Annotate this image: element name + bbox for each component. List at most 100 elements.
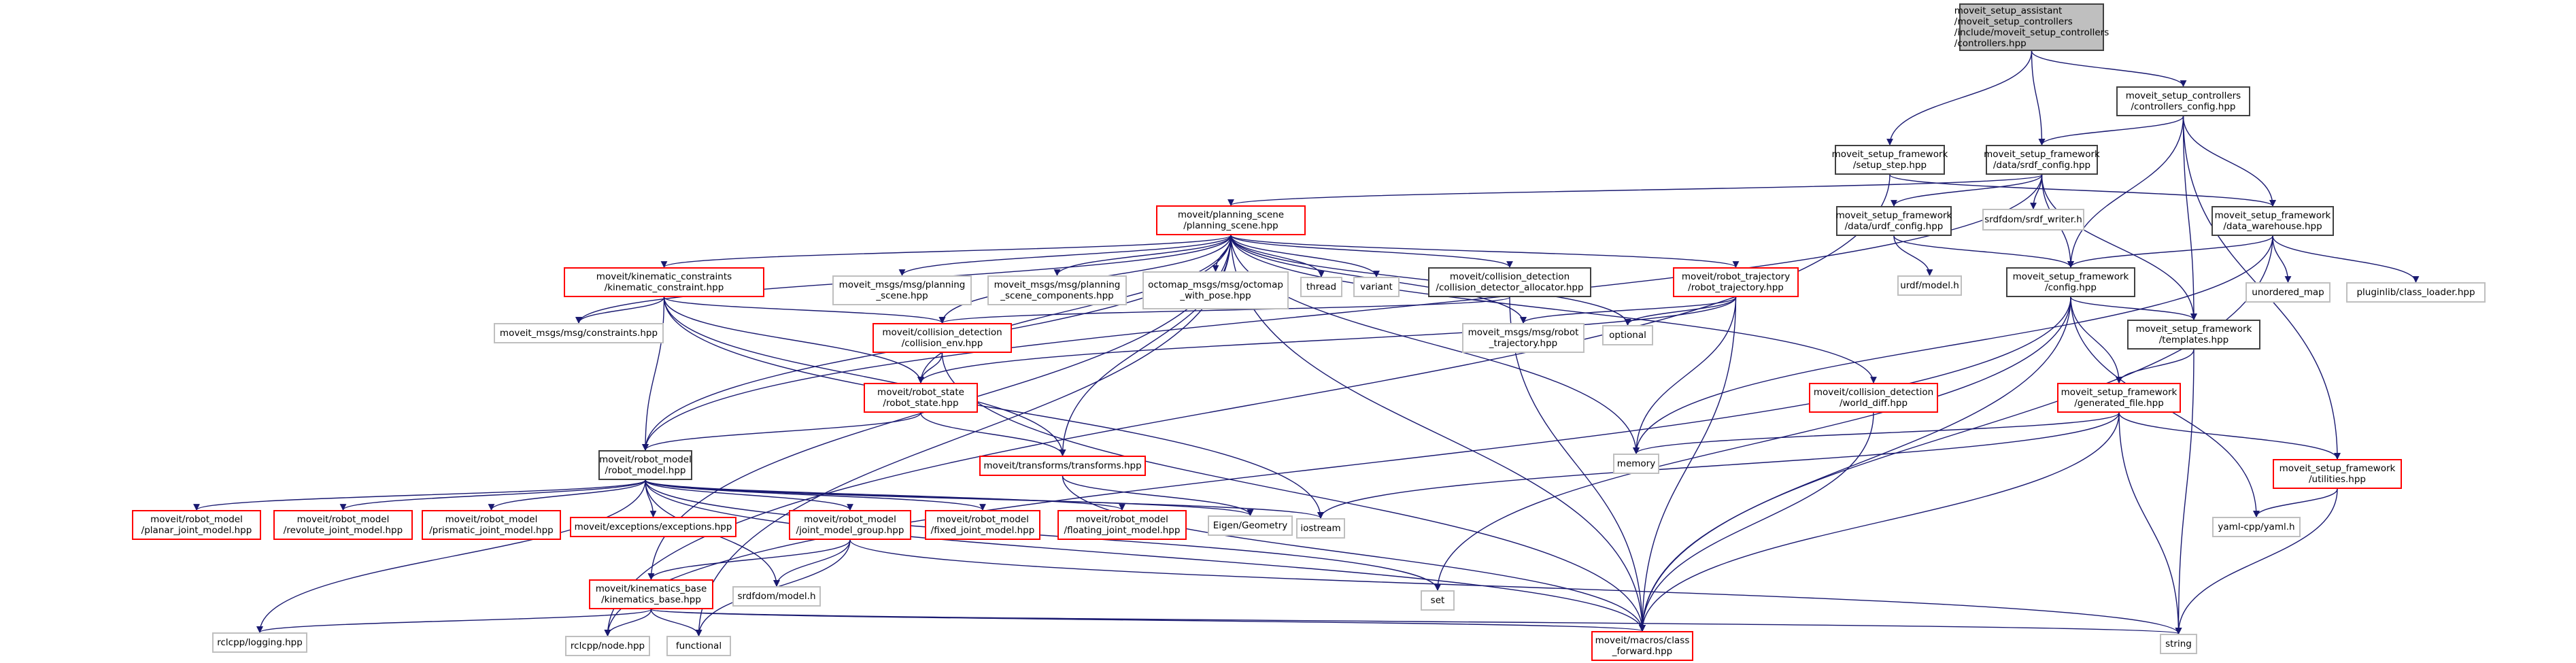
graph-node-class-loader: pluginlib/class_loader.hpp [2346,282,2486,303]
edge-kin_con-to-msg_con [575,296,665,324]
edge-transforms-to-class_fwd [1062,475,1646,632]
graph-node-root[interactable]: moveit_setup_assistant /moveit_setup_con… [1954,3,2109,51]
edge-data_wh-to-class_loader [2272,235,2420,283]
edge-kin_base-to-functional [650,609,702,636]
graph-node-exceptions[interactable]: moveit/exceptions/exceptions.hpp [570,517,736,537]
edge-robot_model-to-set [645,479,1441,591]
edge-robot_model-to-planar [193,479,646,511]
edge-robot_traj-to-class_fwd [1639,296,1737,632]
edge-kin_con-to-transforms [663,296,1066,456]
graph-node-world-diff[interactable]: moveit/collision_detection /world_diff.h… [1809,383,1938,413]
edge-planning_scene-to-msg_ps [898,235,1232,276]
edge-robot_traj-to-robot_state [917,296,1737,384]
graph-node-setup-step[interactable]: moveit_setup_framework /setup_step.hpp [1832,145,1948,175]
edge-planning_scene-to-robot_traj [1230,235,1740,268]
edge-config-to-class_fwd [1639,296,2071,632]
graph-node-node: rclcpp/node.hpp [565,636,650,656]
edge-planning_scene-to-functional [695,235,1232,636]
edge-planning_scene-to-robot_state [917,235,1232,384]
graph-node-utilities[interactable]: moveit_setup_framework /utilities.hpp [2273,459,2402,489]
edge-config-to-gen_file [2070,296,2122,384]
graph-node-srdf-writer: srdfdom/srdf_writer.h [1982,209,2084,231]
graph-node-floating[interactable]: moveit/robot_model /floating_joint_model… [1057,510,1187,540]
graph-node-fixed[interactable]: moveit/robot_model /fixed_joint_model.hp… [925,510,1040,540]
graph-node-set: set [1421,590,1455,611]
edge-planning_scene-to-thread [1230,235,1325,277]
edge-kin_base-to-node [604,609,652,636]
graph-node-coll-env[interactable]: moveit/collision_detection /collision_en… [872,323,1012,353]
edge-robot_model-to-revolute [339,479,646,511]
graph-node-class-fwd[interactable]: moveit/macros/class _forward.hpp [1591,631,1693,661]
edge-jmg-to-string [849,539,2182,634]
graph-node-optional: optional [1602,325,1653,345]
graph-node-string: string [2160,634,2197,654]
edge-templates-to-gen_file [2116,349,2194,384]
edge-kin_con-to-robot_model [642,296,665,451]
edge-config-to-templates [2070,296,2197,320]
graph-node-planar[interactable]: moveit/robot_model /planar_joint_model.h… [132,510,261,540]
edge-robot_state-to-robot_model [642,412,921,451]
graph-node-unordered-map: unordered_map [2245,282,2331,303]
graph-node-msg-rt: moveit_msgs/msg/robot _trajectory.hpp [1462,323,1584,353]
edge-srdf_cfg-to-templates [2041,174,2197,320]
graph-node-robot-model[interactable]: moveit/robot_model /robot_model.hpp [598,450,692,480]
graph-node-kin-con[interactable]: moveit/kinematic_constraints /kinematic_… [564,267,764,297]
edge-gen_file-to-utilities [2118,412,2341,460]
edge-utilities-to-yaml [2253,488,2338,517]
edge-kin_base-to-logging [256,609,652,633]
edge-planning_scene-to-msg_psc [1053,235,1232,276]
edge-coll_env-to-robot_state [917,352,943,384]
graph-node-planning-scene[interactable]: moveit/planning_scene /planning_scene.hp… [1156,205,1306,235]
graph-node-msg-ps: moveit_msgs/msg/planning _scene.hpp [832,275,972,305]
graph-node-memory: memory [1613,454,1659,474]
graph-node-gen-file[interactable]: moveit_setup_framework /generated_file.h… [2057,383,2181,413]
edge-gen_file-to-string [2118,412,2182,634]
edge-robot_state-to-transforms [920,412,1066,456]
edge-srdf_cfg-to-urdf_cfg [1891,174,2043,207]
edge-config-to-node [604,296,2071,636]
graph-node-robot-traj[interactable]: moveit/robot_trajectory /robot_trajector… [1673,267,1799,297]
edge-kin_con-to-coll_env [663,296,946,324]
graph-node-variant: variant [1353,277,1400,297]
graph-node-templates[interactable]: moveit_setup_framework /templates.hpp [2127,320,2260,350]
edge-kin_con-to-robot_state [663,296,924,384]
edge-ctrl_cfg-to-srdf_cfg [2038,116,2184,146]
graph-node-ctrl-cfg[interactable]: moveit_setup_controllers /controllers_co… [2116,86,2250,116]
edge-robot_model-to-class_fwd [645,479,1646,632]
edge-data_wh-to-unordered_map [2272,235,2292,283]
graph-node-msg-con: moveit_msgs/msg/constraints.hpp [494,323,664,343]
edge-srdf_cfg-to-planning_scene [1227,174,2043,206]
edge-ctrl_cfg-to-config [2067,116,2184,268]
graph-node-transforms[interactable]: moveit/transforms/transforms.hpp [979,456,1146,476]
edge-setup_step-to-data_wh [1889,174,2276,207]
graph-node-cd-alloc[interactable]: moveit/collision_detection /collision_de… [1428,267,1591,297]
graph-node-urdf-model: urdf/model.h [1897,275,1962,296]
edge-urdf_cfg-to-config [1893,235,2074,268]
edge-root-to-setup_step [1886,50,2033,146]
edge-root-to-srdf_cfg [2031,50,2046,146]
edge-planning_scene-to-kin_con [660,235,1232,268]
edge-coll_env-to-class_fwd [941,352,1646,632]
graph-node-urdf-cfg[interactable]: moveit_setup_framework /data/urdf_config… [1836,206,1952,236]
graph-node-octomap: octomap_msgs/msg/octomap _with_pose.hpp [1142,271,1289,309]
edge-templates-to-string [2175,349,2194,634]
graph-node-config[interactable]: moveit_setup_framework /config.hpp [2006,267,2135,297]
graph-node-kin-base[interactable]: moveit/kinematics_base /kinematics_base.… [589,579,713,609]
edge-gen_file-to-memory [1633,412,2120,454]
edge-utilities-to-string [2175,488,2338,634]
edge-kin_base-to-string [650,609,2182,634]
edge-urdf_cfg-to-urdf_model [1893,235,1933,276]
edge-setup_step-to-node [604,174,1891,636]
edge-robot_model-to-prismatic [488,479,646,511]
edge-robot_traj-to-optional [1624,296,1737,326]
graph-node-srdf-cfg[interactable]: moveit_setup_framework /data/srdf_config… [1984,145,2100,175]
edge-planning_scene-to-variant [1230,235,1380,277]
graph-node-srdf-model: srdfdom/model.h [732,586,821,607]
graph-node-revolute[interactable]: moveit/robot_model /revolute_joint_model… [273,510,413,540]
graph-node-jmg[interactable]: moveit/robot_model /joint_model_group.hp… [789,510,911,540]
graph-node-prismatic[interactable]: moveit/robot_model /prismatic_joint_mode… [422,510,561,540]
graph-node-robot-state[interactable]: moveit/robot_state /robot_state.hpp [864,383,978,413]
graph-node-data-wh[interactable]: moveit_setup_framework /data_warehouse.h… [2211,206,2334,236]
